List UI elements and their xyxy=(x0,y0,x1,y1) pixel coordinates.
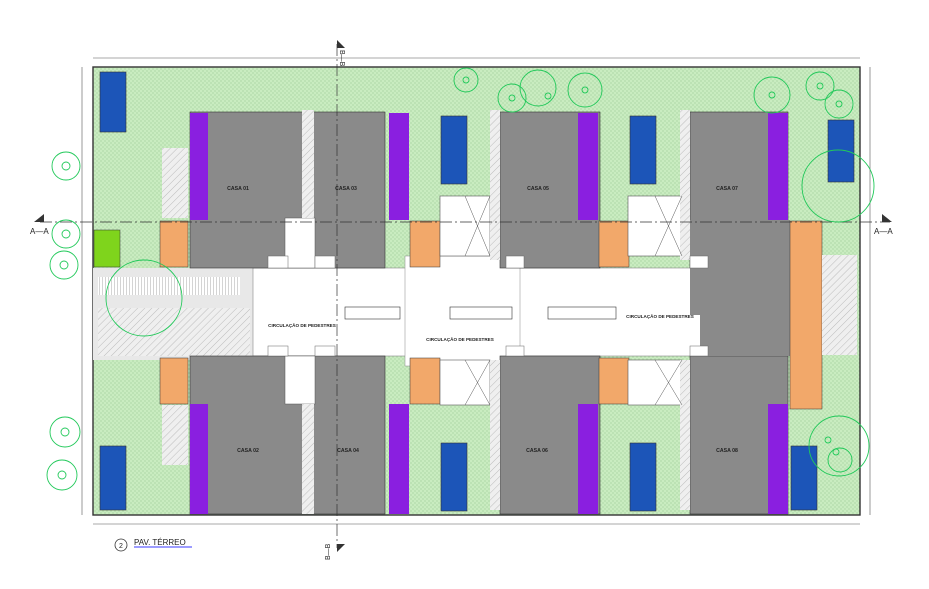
purple-strip xyxy=(389,404,409,514)
drawing-number-circle xyxy=(114,538,128,552)
service-room xyxy=(439,359,491,406)
orange-terrace xyxy=(409,220,441,268)
hatched-area xyxy=(490,110,500,260)
circulation-label-right: CIRCULAÇÃO DE PEDESTRES xyxy=(626,313,694,319)
service-room xyxy=(627,359,683,406)
orange-terrace xyxy=(409,357,441,405)
orange-terrace xyxy=(159,220,189,268)
section-marker-bb-bottom xyxy=(337,544,345,552)
pool xyxy=(440,442,468,512)
house-label-casa-05: CASA 05 xyxy=(527,186,549,192)
right-stairs xyxy=(822,255,857,355)
crosswalks xyxy=(344,306,617,320)
section-marker-bb-top xyxy=(337,40,345,48)
hatched-area xyxy=(162,405,188,465)
service-room xyxy=(439,195,491,257)
hatched-area xyxy=(680,110,690,260)
drawing-number: 2 xyxy=(119,543,123,550)
entrance-parking xyxy=(146,308,250,356)
purple-strip xyxy=(190,113,208,220)
purple-strip xyxy=(768,113,788,220)
pool xyxy=(790,445,818,511)
circulation-label-left: CIRCULAÇÃO DE PEDESTRES xyxy=(268,322,336,328)
service-room xyxy=(627,195,683,257)
house-label-casa-08: CASA 08 xyxy=(716,448,738,454)
section-marker-aa-left xyxy=(34,214,44,222)
drawing-title: PAV. TÉRREO xyxy=(134,538,186,547)
hatched-area xyxy=(162,148,188,218)
house-label-casa-02: CASA 02 xyxy=(237,448,259,454)
service-room xyxy=(284,217,316,269)
trees xyxy=(46,67,875,491)
pool xyxy=(629,442,657,512)
section-label-bb-top: B—B xyxy=(338,50,345,67)
hatched-area xyxy=(490,360,500,510)
orange-terrace xyxy=(789,220,823,410)
service-room-crosses xyxy=(464,195,683,406)
pool xyxy=(440,115,468,185)
service-room xyxy=(284,355,316,405)
pool xyxy=(629,115,657,185)
purple-strip xyxy=(389,113,409,220)
pool xyxy=(99,445,127,511)
section-label-bb-bottom: B—B xyxy=(325,543,332,560)
lime-box xyxy=(93,229,121,268)
purple-strip xyxy=(190,404,208,514)
section-label-aa-left: A—A xyxy=(30,227,49,236)
purple-strip xyxy=(768,404,788,514)
orange-terrace xyxy=(598,357,630,405)
orange-terrace xyxy=(159,357,189,405)
pool xyxy=(827,119,855,183)
house-label-casa-01: CASA 01 xyxy=(227,186,249,192)
house-label-casa-06: CASA 06 xyxy=(526,448,548,454)
purple-strip xyxy=(578,113,598,220)
entrance-ramp xyxy=(98,277,240,295)
pool xyxy=(99,71,127,133)
house-label-casa-03: CASA 03 xyxy=(335,186,357,192)
purple-strip xyxy=(578,404,598,514)
step-markers xyxy=(267,255,709,357)
section-marker-aa-right xyxy=(882,214,892,222)
house-block-right-lower xyxy=(700,300,790,356)
house-label-casa-04: CASA 04 xyxy=(337,448,359,454)
hatched-area xyxy=(680,360,690,510)
circulation-label-center: CIRCULAÇÃO DE PEDESTRES xyxy=(426,336,494,342)
section-label-aa-right: A—A xyxy=(874,227,893,236)
hatched-area xyxy=(302,110,314,218)
hatched-area xyxy=(302,404,314,514)
house-label-casa-07: CASA 07 xyxy=(716,186,738,192)
orange-terrace xyxy=(598,220,630,268)
